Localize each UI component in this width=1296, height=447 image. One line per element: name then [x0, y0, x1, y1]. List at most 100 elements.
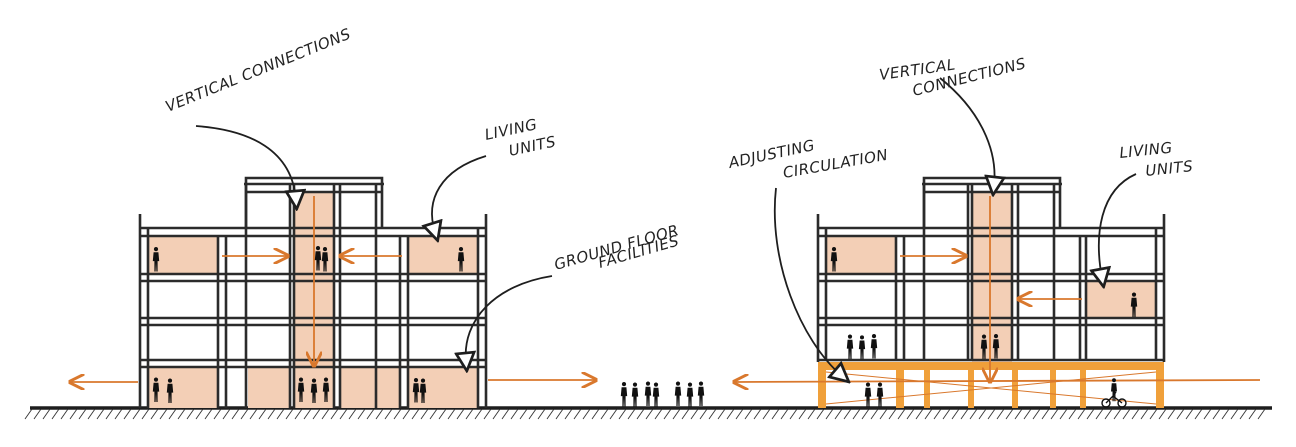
hatch-stroke: [465, 408, 474, 420]
hatch-stroke: [690, 408, 699, 420]
hatch-stroke: [501, 408, 510, 420]
hatch-stroke: [960, 408, 969, 420]
leader-ground-facilities: [466, 275, 553, 362]
hatch-stroke: [384, 408, 393, 420]
hatch-stroke: [78, 408, 87, 420]
living-unit-fill: [408, 236, 478, 274]
hatch-stroke: [1086, 408, 1095, 420]
hatch-stroke: [474, 408, 483, 420]
hatch-stroke: [141, 408, 150, 420]
ground-line: [24, 406, 1272, 420]
hatch-stroke: [1185, 408, 1194, 420]
hatch-stroke: [312, 408, 321, 420]
hatch-stroke: [1059, 408, 1068, 420]
hatch-stroke: [1203, 408, 1212, 420]
hatch-stroke: [672, 408, 681, 420]
living-unit-fill: [826, 236, 896, 274]
hatch-stroke: [231, 408, 240, 420]
hatch-stroke: [978, 408, 987, 420]
hatch-stroke: [1167, 408, 1176, 420]
hatch-stroke: [843, 408, 852, 420]
hatch-stroke: [321, 408, 330, 420]
hatch-stroke: [1131, 408, 1140, 420]
hatch-stroke: [870, 408, 879, 420]
hatch-stroke: [258, 408, 267, 420]
hatch-stroke: [177, 408, 186, 420]
hatch-stroke: [762, 408, 771, 420]
hatch-stroke: [897, 408, 906, 420]
hatch-stroke: [240, 408, 249, 420]
hatch-stroke: [807, 408, 816, 420]
hatch-stroke: [402, 408, 411, 420]
hatch-stroke: [1050, 408, 1059, 420]
bicycle-icon: [1101, 391, 1127, 408]
hatch-stroke: [528, 408, 537, 420]
hatch-stroke: [303, 408, 312, 420]
ground-facilities-fill: [408, 367, 478, 408]
hatch-stroke: [681, 408, 690, 420]
hatch-stroke: [339, 408, 348, 420]
hatch-stroke: [159, 408, 168, 420]
hatch-stroke: [42, 408, 51, 420]
hatch-stroke: [24, 408, 33, 420]
hatch-stroke: [555, 408, 564, 420]
hatch-stroke: [627, 408, 636, 420]
living-unit-fill: [1086, 281, 1156, 318]
ground-structure-columns: [818, 370, 1164, 408]
hatch-stroke: [96, 408, 105, 420]
hatch-stroke: [636, 408, 645, 420]
hatch-stroke: [1122, 408, 1131, 420]
hatch-stroke: [591, 408, 600, 420]
circulation-core-fill: [972, 192, 1012, 362]
hatch-stroke: [348, 408, 357, 420]
hatch-stroke: [816, 408, 825, 420]
hatch-stroke: [1032, 408, 1041, 420]
hatch-stroke: [780, 408, 789, 420]
hatch-stroke: [33, 408, 42, 420]
hatch-stroke: [789, 408, 798, 420]
hatch-stroke: [537, 408, 546, 420]
hatch-stroke: [951, 408, 960, 420]
hatch-stroke: [1023, 408, 1032, 420]
hatch-stroke: [294, 408, 303, 420]
ground-facilities-fill: [340, 367, 400, 408]
hatch-stroke: [735, 408, 744, 420]
hatch-stroke: [564, 408, 573, 420]
label-living-2: UNITS: [1145, 157, 1194, 180]
hatch-stroke: [699, 408, 708, 420]
hatch-stroke: [447, 408, 456, 420]
hatch-stroke: [132, 408, 141, 420]
hatch-stroke: [375, 408, 384, 420]
hatch-stroke: [330, 408, 339, 420]
leader-living-units: [432, 155, 487, 232]
hatch-stroke: [1194, 408, 1203, 420]
hatch-stroke: [861, 408, 870, 420]
hatch-stroke: [510, 408, 519, 420]
ground-facilities-fill: [148, 367, 218, 408]
hatch-stroke: [1068, 408, 1077, 420]
hatch-stroke: [744, 408, 753, 420]
hatch-stroke: [1005, 408, 1014, 420]
hatch-stroke: [1212, 408, 1221, 420]
leader-living-units: [1099, 173, 1137, 278]
hatch-stroke: [483, 408, 492, 420]
hatch-stroke: [69, 408, 78, 420]
hatch-stroke: [1239, 408, 1248, 420]
hatch-stroke: [195, 408, 204, 420]
hatch-stroke: [186, 408, 195, 420]
hatch-stroke: [906, 408, 915, 420]
hatch-stroke: [393, 408, 402, 420]
hatch-stroke: [456, 408, 465, 420]
hatch-stroke: [222, 408, 231, 420]
hatch-stroke: [645, 408, 654, 420]
hatch-stroke: [915, 408, 924, 420]
hatch-stroke: [87, 408, 96, 420]
building-outline: [816, 176, 1166, 362]
hatch-stroke: [708, 408, 717, 420]
hatch-stroke: [285, 408, 294, 420]
label-living-1: LIVING: [1119, 139, 1174, 162]
hatch-stroke: [357, 408, 366, 420]
hatch-stroke: [249, 408, 258, 420]
hatch-stroke: [942, 408, 951, 420]
